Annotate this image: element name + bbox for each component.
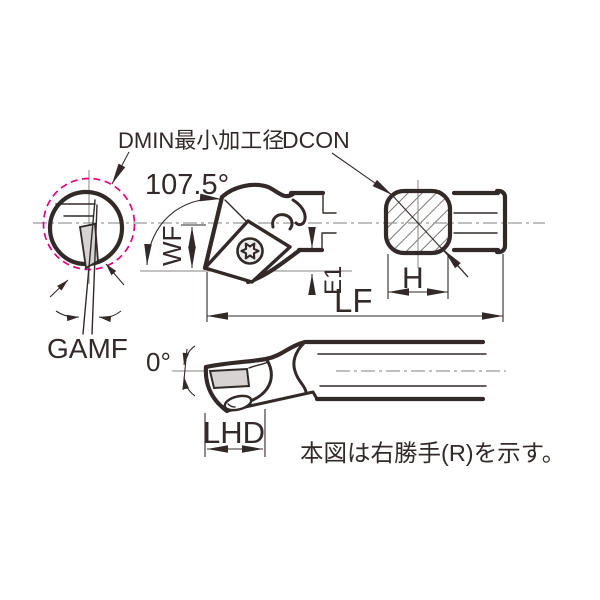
dcon-label: DCON (282, 127, 350, 153)
main-angle-label: 107.5° (145, 169, 229, 201)
h-label: H (402, 262, 424, 295)
dcon-leader (331, 152, 393, 196)
bottom-shank (303, 339, 487, 402)
bottom-view (203, 339, 487, 414)
gamf-angle-lines (49, 199, 125, 335)
dmin-label: DMIN最小加工径 (118, 128, 284, 153)
main-angle-arc (144, 193, 222, 266)
lf-label: LF (334, 282, 373, 319)
bottom-insert (208, 367, 251, 390)
labels: DMIN最小加工径 DCON 107.5° WF E1 LF H GAMF 0°… (47, 127, 565, 466)
screw-head-icon (223, 394, 253, 412)
shank-end-cap (494, 188, 508, 255)
body-fills (50, 184, 450, 411)
gamf-label: GAMF (47, 333, 128, 364)
insert-side-profile (203, 219, 292, 284)
side-angle-indicator (182, 345, 196, 397)
lhd-label: LHD (203, 415, 265, 450)
dimensions (111, 151, 504, 457)
lf-dimension (206, 254, 504, 322)
wf-dimension (181, 224, 206, 268)
wf-label: WF (157, 226, 187, 266)
insert-end-profile (78, 222, 99, 270)
bottom-head-outline (203, 339, 319, 414)
h-dimension (387, 254, 449, 299)
dmin-leader (111, 151, 130, 185)
e1-label: E1 (320, 266, 347, 295)
torx-screw-icon (236, 237, 264, 265)
note-text: 本図は右勝手(R)を示す。 (300, 440, 565, 466)
lhd-dimension (204, 409, 266, 457)
end-view (42, 177, 136, 335)
shank-cross-section (383, 188, 453, 256)
shank-end-piece (451, 188, 508, 255)
side-angle-label: 0° (146, 347, 171, 377)
shank-side (288, 190, 337, 253)
